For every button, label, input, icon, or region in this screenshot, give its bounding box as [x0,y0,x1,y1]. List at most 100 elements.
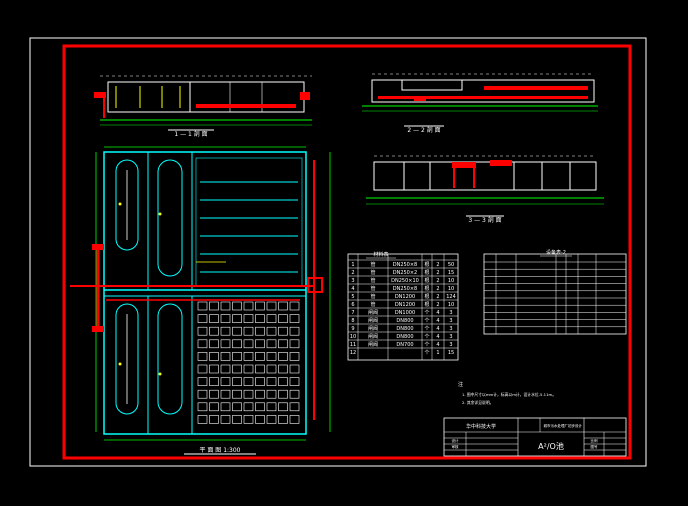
diffuser-cell [289,339,300,349]
section-3-3: 3 — 3 剖 面 [366,155,604,224]
materials-table-cell: 闸阀 [368,317,378,324]
diffuser-cell [243,402,254,412]
materials-table-cell: 个 [424,334,429,340]
materials-table-cell: 6 [351,302,354,308]
materials-table-cell: DN1200 [395,302,415,308]
materials-table-cell: 个 [424,318,429,324]
diffuser-cell [209,415,219,424]
diffuser-cell [209,314,219,323]
diffuser-cell [220,402,231,412]
materials-table-cell: 2 [436,270,439,276]
diffuser-cell [220,415,231,424]
materials-table-cell: DN250×2 [393,270,418,276]
diffuser-cell [278,377,288,386]
materials-table-cell: 闸阀 [368,341,378,348]
diffuser-cell [289,415,300,424]
diffuser-cell [255,314,265,323]
materials-table-cell: 9 [351,326,354,332]
materials-table-cell: 4 [436,342,439,348]
diffuser-cell [220,314,231,323]
materials-table-cell: 管 [370,301,375,308]
diffuser-cell [266,377,277,386]
materials-table-cell: 个 [424,310,429,316]
materials-table-cell: DN700 [396,342,413,348]
plan-title: 平 面 图 1:300 [199,447,240,454]
equipment-table-title: 设备表-2 [546,249,566,256]
materials-table-cell: 15 [448,270,454,276]
materials-table-cell: 管 [370,269,375,276]
diffuser-cell [209,364,219,374]
diffuser-cell [220,326,231,336]
materials-table-cell: 管 [370,285,375,292]
diffuser-cell [197,402,208,412]
diffuser-cell [278,402,288,412]
diffuser-cell [232,377,242,386]
diffuser-cell [243,301,254,311]
diffuser-cell [255,301,265,311]
materials-table-cell: 3 [351,278,354,284]
materials-table-cell: 根 [424,285,429,292]
diffuser-cell [209,377,219,386]
diffuser-cell [255,415,265,424]
inner-frame [62,44,632,460]
diffuser-cell [255,364,265,374]
materials-table-cell: 4 [351,286,354,292]
materials-table-cell: 2 [436,302,439,308]
materials-table-cell: DN800 [396,334,413,340]
diffuser-cell [278,301,288,311]
materials-table-cell: 3 [449,326,452,332]
materials-table-cell: DN1000 [395,310,415,316]
diffuser-cell [220,377,231,386]
title-block: 华中科技大学 城市污水处理厂初步设计 A²/O池 设计 审核 比例 图号 [443,417,627,457]
materials-table-cell: 15 [448,350,454,356]
project-name: 城市污水处理厂初步设计 [544,423,583,428]
diffuser-cell [255,377,265,386]
aeration-diffuser-grid [197,301,300,424]
materials-table-cell: 2 [351,270,354,276]
diffuser-cell [220,301,231,311]
materials-table-cell: 124 [446,294,456,300]
section-2-2-title: 2 — 2 剖 面 [407,126,440,134]
materials-table-cell: 3 [449,310,452,316]
materials-table-cell: DN250×8 [393,286,418,292]
sheet-label: 图号 [591,444,599,449]
materials-table-cell: 管 [370,277,375,284]
diffuser-cell [289,377,300,386]
diffuser-cell [278,326,288,336]
outer-frame [29,37,647,467]
notes-line-2: 2. 其余详见说明。 [462,400,493,405]
diffuser-cell [289,301,300,311]
materials-table-cell: 12 [350,350,356,356]
materials-table-cell: 4 [436,326,439,332]
diffuser-cell [209,326,219,336]
materials-table-cell: 4 [436,334,439,340]
materials-table-cell: 根 [424,269,429,276]
diffuser-cell [255,389,265,399]
materials-table-cell: 2 [436,278,439,284]
diffuser-cell [232,314,242,323]
diffuser-cell [220,339,231,349]
materials-table-cell: 根 [424,277,429,284]
materials-table-cell: 2 [436,286,439,292]
diffuser-cell [197,415,208,424]
diffuser-cell [197,389,208,399]
diffuser-cell [289,402,300,412]
materials-table-cell: 4 [436,310,439,316]
materials-table-cell: 8 [351,318,354,324]
diffuser-cell [266,364,277,374]
section-1-1-title: 1 — 1 剖 面 [174,130,207,138]
university-name: 华中科技大学 [466,423,496,430]
materials-table-cell: 2 [436,262,439,268]
diffuser-cell [243,377,254,386]
materials-table-cell: 50 [448,262,454,268]
diffuser-cell [289,314,300,323]
materials-table-cell: 10 [448,302,454,308]
materials-table-cell: 3 [449,318,452,324]
materials-table-cell: 个 [424,326,429,332]
materials-table-cell: 管 [370,261,375,268]
materials-table-cell: 1 [351,262,354,268]
diffuser-cell [289,389,300,399]
drawn-label: 设计 [452,438,460,443]
